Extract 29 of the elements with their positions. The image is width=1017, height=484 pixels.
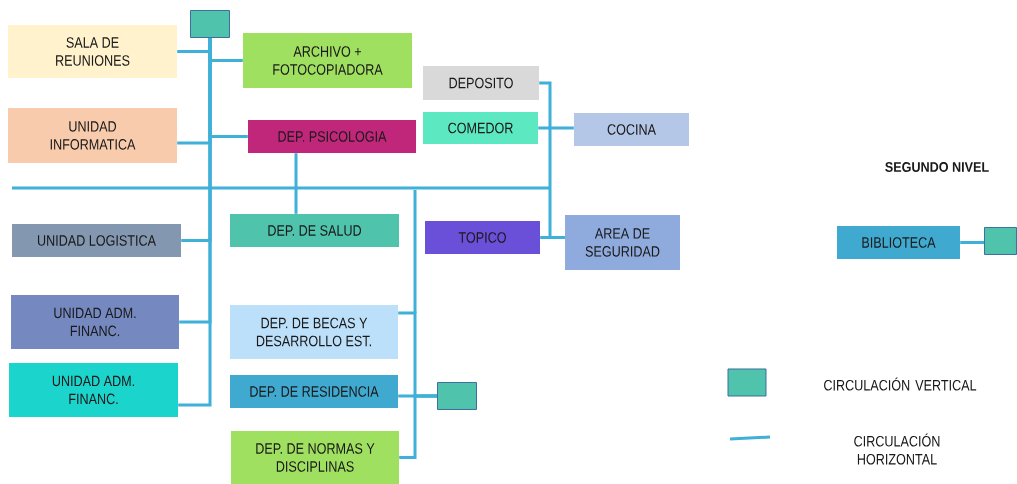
room-box: UNIDAD ADM. FINANC. bbox=[11, 295, 179, 349]
corridor-line bbox=[178, 38, 212, 407]
room-box: UNIDAD ADM. FINANC. bbox=[9, 363, 178, 417]
corridor-line bbox=[960, 241, 984, 244]
room-box: DEP. DE BECAS Y DESARROLLO EST. bbox=[230, 305, 398, 359]
room-box: UNIDAD LOGISTICA bbox=[12, 224, 181, 257]
room-box: DEP. DE NORMAS Y DISCIPLINAS bbox=[231, 431, 399, 484]
room-box: DEP. DE SALUD bbox=[230, 214, 399, 247]
room-box: DEP. PSICOLOGIA bbox=[248, 120, 416, 153]
corridor-line bbox=[294, 153, 298, 214]
room-box: ARCHIVO + FOTOCOPIADORA bbox=[243, 33, 412, 88]
room-box: TOPICO bbox=[425, 221, 540, 254]
corridor-line bbox=[540, 236, 565, 239]
room-box: COCINA bbox=[574, 113, 689, 146]
room-box: DEP. DE RESIDENCIA bbox=[230, 375, 398, 408]
stair-box bbox=[190, 10, 230, 38]
room-box: DEPOSITO bbox=[423, 66, 539, 100]
room-box: COMEDOR bbox=[423, 112, 538, 144]
corridor-line bbox=[538, 126, 574, 130]
stair-box bbox=[437, 382, 477, 410]
legend-label: CIRCULACIÓN VERTICAL bbox=[824, 377, 977, 391]
room-box: SALA DE REUNIONES bbox=[8, 25, 177, 78]
corridor-line bbox=[399, 394, 437, 459]
stair-box bbox=[984, 227, 1017, 255]
room-box: BIBLIOTECA bbox=[837, 226, 960, 259]
heading: SEGUNDO NIVEL bbox=[885, 162, 989, 172]
room-box: UNIDAD INFORMATICA bbox=[8, 108, 177, 163]
legend-label: CIRCULACIÓN HORIZONTAL bbox=[854, 433, 940, 465]
room-box: AREA DE SEGURIDAD bbox=[565, 215, 680, 270]
